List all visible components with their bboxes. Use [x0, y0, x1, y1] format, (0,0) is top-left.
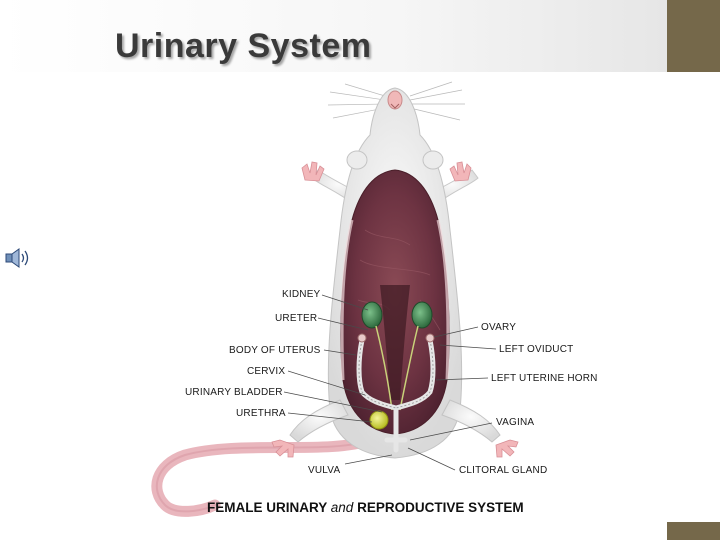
label-cervix: CERVIX — [247, 366, 286, 377]
caption-and: and — [330, 500, 354, 515]
label-ovary: OVARY — [481, 322, 517, 333]
label-kidney: KIDNEY — [282, 289, 321, 300]
slide-title: Urinary System — [115, 27, 372, 65]
label-vulva: VULVA — [308, 465, 341, 476]
label-body-of-uterus: BODY OF UTERUS — [229, 345, 321, 356]
caption-part1: FEMALE URINARY — [207, 500, 328, 515]
title-band — [0, 0, 720, 72]
corner-accent-bottom — [667, 522, 720, 540]
diagram-caption: FEMALE URINARY and REPRODUCTIVE SYSTEM — [207, 500, 524, 515]
label-urinary-bladder: URINARY BLADDER — [185, 387, 283, 398]
rat-anatomy-illustration — [151, 81, 519, 517]
label-urethra: URETHRA — [236, 408, 286, 419]
label-left-oviduct: LEFT OVIDUCT — [499, 344, 574, 355]
caption-part3: REPRODUCTIVE SYSTEM — [357, 500, 524, 515]
label-ureter: URETER — [275, 313, 318, 324]
label-left-uterine-horn: LEFT UTERINE HORN — [491, 373, 598, 384]
label-clitoral-gland: CLITORAL GLAND — [459, 465, 548, 476]
corner-accent-top — [667, 0, 720, 72]
label-vagina: VAGINA — [496, 417, 535, 428]
speaker-icon[interactable] — [4, 246, 32, 270]
